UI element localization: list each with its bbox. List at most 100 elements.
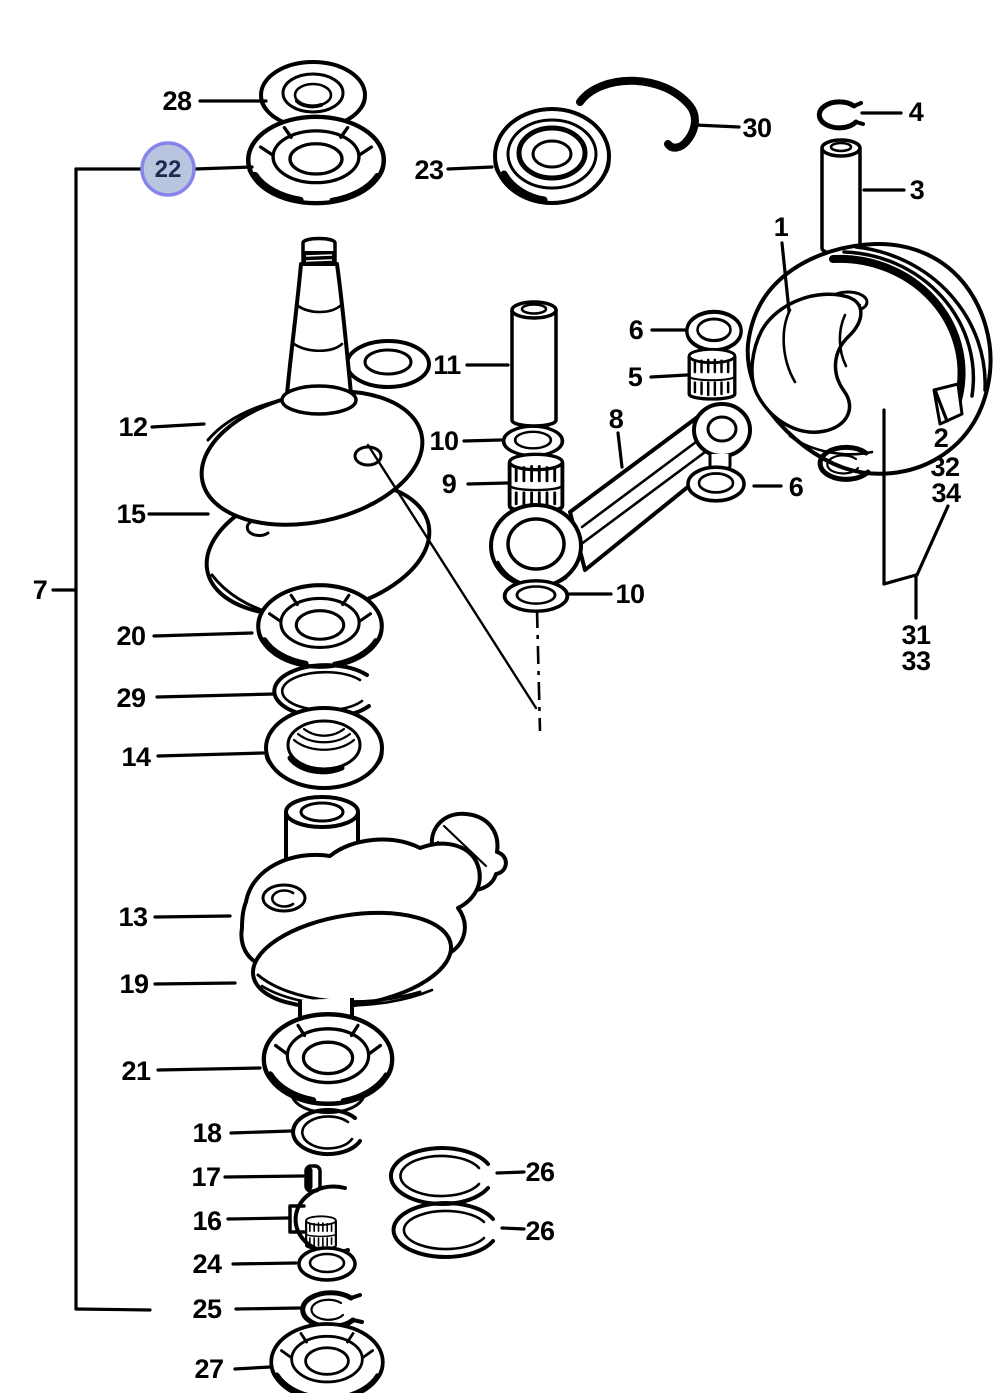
- part-label-16: 16: [192, 1206, 222, 1236]
- part-circlip-piston: [817, 444, 871, 482]
- leader-line: [882, 573, 918, 586]
- callout-19-21: 19: [119, 969, 237, 999]
- leader-line: [153, 914, 232, 919]
- part-label-6: 6: [789, 472, 804, 502]
- leader-line: [649, 373, 689, 379]
- callout-6-12: 6: [752, 472, 804, 502]
- leader-line: [152, 631, 254, 638]
- leader-line: [462, 438, 503, 443]
- callout-29-18: 29: [116, 683, 276, 713]
- web-12-hole: [353, 445, 383, 467]
- taper-ring-line: [296, 304, 342, 314]
- callout-9-10: 9: [442, 469, 509, 499]
- callout-2-31: 2: [933, 388, 949, 453]
- part-label-12: 12: [118, 412, 147, 442]
- pin-bore: [829, 141, 853, 153]
- part-label-14: 14: [121, 742, 151, 772]
- part-oil-seal-14: [264, 706, 384, 790]
- leader-line: [933, 388, 949, 423]
- part-label-31: 31: [901, 620, 931, 650]
- callout-26-29: 26: [495, 1157, 555, 1187]
- leader-line: [693, 123, 741, 129]
- bearing-bore: [531, 139, 573, 169]
- part-washer-10-lower: [502, 578, 570, 614]
- part-label-20: 20: [116, 621, 145, 651]
- callout-12-14: 12: [118, 412, 206, 442]
- highlighted-part-badge[interactable]: 22: [140, 141, 196, 197]
- assembly-pointer-line: [366, 443, 538, 710]
- part-piston-ring-26-lower: [391, 1201, 495, 1259]
- callout-4-3: 4: [860, 97, 924, 127]
- leader-line: [193, 165, 254, 171]
- part-label-17: 17: [191, 1162, 220, 1192]
- assembly-axis-centerline: [535, 609, 542, 732]
- bearing-race: [516, 125, 588, 181]
- callout-13-20: 13: [118, 902, 232, 932]
- piston-ring-groove-line: [854, 245, 987, 392]
- circlip-end: [852, 101, 863, 108]
- callout-10-9: 10: [429, 426, 503, 456]
- thread-line: [305, 259, 333, 262]
- circlip-arc: [816, 99, 859, 131]
- part-label-10: 10: [429, 426, 458, 456]
- part-crescent-ring-30: [576, 76, 699, 152]
- circlip-inner: [826, 454, 860, 475]
- part-label-30: 30: [742, 113, 771, 143]
- leader-line: [150, 422, 206, 429]
- ring-inner-arc: [399, 1154, 481, 1198]
- part-label-19: 19: [119, 969, 149, 999]
- rod-small-end-bore: [706, 415, 738, 443]
- callout-1-5: 1: [774, 212, 791, 313]
- leader-line: [446, 165, 494, 171]
- callout-16-25: 16: [192, 1206, 290, 1236]
- leader-line: [495, 1170, 526, 1175]
- callout-17-24: 17: [191, 1162, 305, 1192]
- callout-3-4: 3: [862, 175, 925, 205]
- part-label-6: 6: [629, 315, 644, 345]
- part-crankshaft-lower-13-19: [239, 795, 508, 1044]
- knob-hatch: [442, 824, 488, 868]
- callout-11-8: 11: [433, 350, 510, 380]
- callout-6-6: 6: [629, 315, 687, 345]
- shaft-collar: [280, 384, 358, 416]
- leader-line: [153, 981, 237, 986]
- circlip-arc: [817, 444, 871, 482]
- part-needle-bearing-5: [687, 347, 737, 401]
- leader-line: [500, 1226, 526, 1231]
- part-washer-10-upper: [501, 424, 565, 458]
- part-label-26: 26: [525, 1157, 555, 1187]
- bearing-ring2: [506, 118, 598, 190]
- leader-line: [156, 1066, 262, 1072]
- part-label-32: 32: [930, 452, 959, 482]
- part-label-34: 34: [931, 478, 961, 508]
- piston-skirt-window: [750, 292, 863, 434]
- leader-line: [616, 431, 624, 469]
- leader-line: [234, 1306, 302, 1311]
- pin-bore: [520, 303, 548, 315]
- seal-inner: [286, 719, 362, 771]
- leader-line: [466, 481, 509, 486]
- callout-21-22: 21: [121, 1056, 262, 1086]
- part-ball-bearing-22: [248, 117, 384, 203]
- callout-5-7: 5: [628, 362, 689, 392]
- part-label-13: 13: [118, 902, 148, 932]
- leader-line: [915, 504, 950, 577]
- ring-arc: [291, 1108, 362, 1157]
- leader-line: [229, 1129, 293, 1135]
- part-washer-6-upper: [687, 312, 741, 350]
- part-label-21: 21: [121, 1056, 151, 1086]
- callout-25-27: 25: [74, 1294, 302, 1324]
- part-washer-24: [297, 1246, 357, 1282]
- ring-inner-arc: [402, 1209, 486, 1251]
- part-piston-1: [745, 241, 993, 476]
- part-label-25: 25: [192, 1294, 222, 1324]
- part-label-7: 7: [33, 575, 48, 605]
- callout-20-17: 20: [116, 621, 254, 651]
- callout-7-16: 7: [33, 575, 78, 605]
- part-label-3: 3: [910, 175, 925, 205]
- piston-ring-groove-dark: [829, 254, 966, 404]
- circlip-end: [854, 120, 865, 126]
- window-accent: [782, 308, 797, 384]
- callout-31-34: 31: [882, 408, 931, 650]
